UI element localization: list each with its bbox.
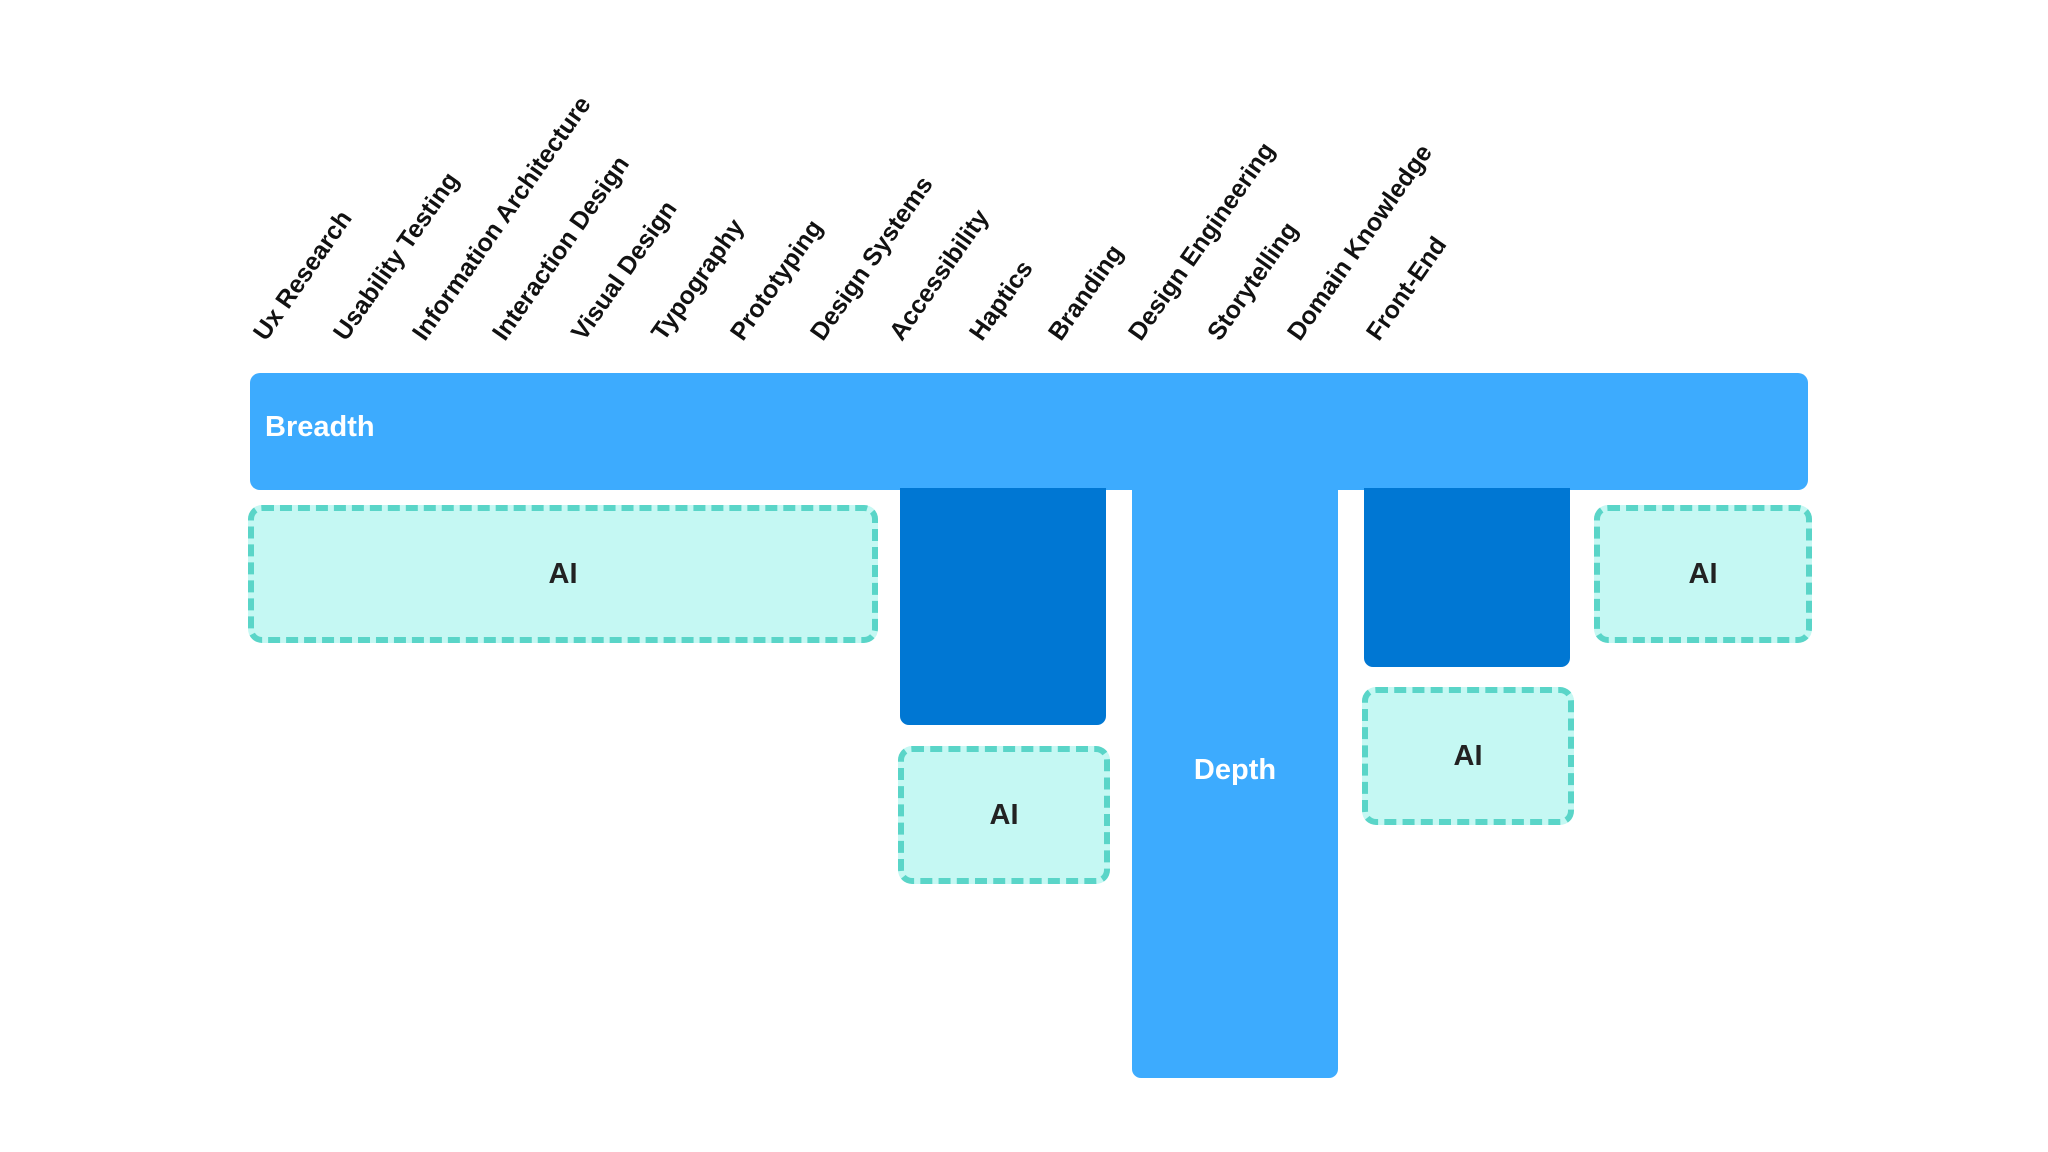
depth-bar: [1132, 488, 1338, 1078]
skill-label-branding: Branding: [1042, 239, 1129, 346]
skill-label-haptics: Haptics: [963, 255, 1039, 346]
secondary-depth-bar-right: [1364, 488, 1570, 667]
ai-box-below-right-depth: AI: [1362, 687, 1574, 825]
ai-box-below-left-depth: AI: [898, 746, 1110, 884]
skill-label-domain-knowledge: Domain Knowledge: [1281, 139, 1438, 346]
skill-label-front-end: Front-End: [1360, 231, 1453, 346]
ai-box-breadth-right: AI: [1594, 505, 1812, 643]
breadth-label: Breadth: [265, 411, 375, 443]
skill-label-design-engineering: Design Engineering: [1122, 137, 1280, 346]
breadth-bar: [250, 373, 1808, 490]
depth-label: Depth: [1193, 754, 1277, 786]
secondary-depth-bar-left: [900, 488, 1106, 725]
ai-box-breadth-left: AI: [248, 505, 878, 643]
